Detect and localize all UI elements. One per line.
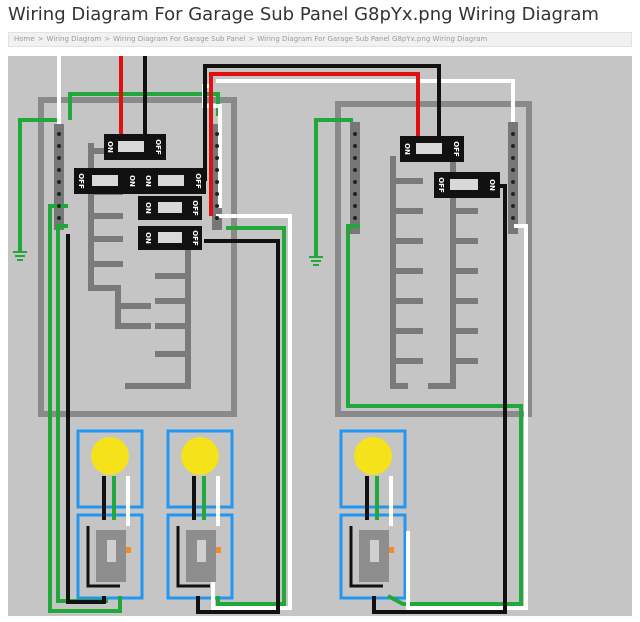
breadcrumb-current: Wiring Diagram For Garage Sub Panel G8pY…: [257, 35, 488, 43]
svg-text:ON: ON: [488, 179, 496, 191]
wall-switch-icon[interactable]: [349, 526, 394, 588]
light-bulb-icon: [354, 437, 392, 475]
ground-symbol-icon: [309, 256, 323, 266]
svg-text:ON: ON: [106, 141, 114, 153]
sub-neutral-bar: [508, 122, 518, 234]
svg-text:OFF: OFF: [194, 173, 202, 189]
svg-text:OFF: OFF: [154, 139, 162, 155]
light-bulb-icon: [91, 437, 129, 475]
terminal-screws: [57, 132, 515, 220]
hot-black-wires: [66, 56, 507, 614]
main-ground-bar: [54, 124, 64, 230]
light-box-3: [339, 429, 407, 509]
svg-text:ON: ON: [128, 175, 136, 187]
ground-symbol-icon: [13, 251, 27, 261]
svg-text:ON: ON: [144, 232, 152, 244]
circuit-breaker-icon[interactable]: ON OFF: [138, 226, 202, 250]
light-box-1: [76, 429, 144, 509]
circuit-breaker-icon[interactable]: ON OFF: [400, 136, 464, 162]
svg-text:OFF: OFF: [191, 230, 199, 246]
main-panel-bus-bar: [88, 143, 191, 389]
light-bulb-icon: [181, 437, 219, 475]
svg-text:OFF: OFF: [437, 177, 445, 193]
wires: [18, 56, 528, 614]
page-title: Wiring Diagram For Garage Sub Panel G8pY…: [8, 4, 599, 25]
light-box-2: [166, 429, 234, 509]
breadcrumb-separator: >: [248, 35, 255, 43]
wiring-diagram: ON OFF OFF ON ON OFF ON OFF ON OFF ON OF…: [8, 56, 632, 616]
svg-text:OFF: OFF: [191, 200, 199, 216]
switch-box-1: [76, 513, 144, 600]
svg-text:OFF: OFF: [77, 173, 85, 189]
svg-text:OFF: OFF: [452, 141, 460, 157]
breadcrumb-home[interactable]: Home: [14, 35, 35, 43]
breadcrumb: Home>Wiring Diagram>Wiring Diagram For G…: [8, 32, 632, 47]
circuit-breaker-icon[interactable]: ON OFF: [104, 134, 166, 160]
main-panel-enclosure: [38, 97, 237, 417]
breadcrumb-separator: >: [104, 35, 111, 43]
svg-text:ON: ON: [144, 175, 152, 187]
svg-text:ON: ON: [144, 202, 152, 214]
hot-red-wires: [119, 56, 420, 216]
sub-ground-bar: [350, 122, 360, 234]
main-panel: [38, 97, 237, 417]
breadcrumb-separator: >: [37, 35, 44, 43]
circuit-breaker-icon[interactable]: OFF ON: [434, 172, 500, 198]
wall-switch-icon[interactable]: [176, 526, 221, 588]
svg-text:ON: ON: [403, 143, 411, 155]
breadcrumb-wiring-diagram[interactable]: Wiring Diagram: [46, 35, 102, 43]
sub-panel: [335, 101, 532, 417]
sub-panel-enclosure: [335, 101, 532, 417]
circuit-breaker-icon[interactable]: ON OFF: [138, 196, 202, 220]
wall-switch-icon[interactable]: [86, 526, 131, 588]
main-neutral-bar: [212, 124, 222, 230]
circuit-breaker-icon[interactable]: OFF ON: [74, 168, 142, 194]
circuit-breaker-icon[interactable]: ON OFF: [138, 168, 206, 194]
breadcrumb-garage-sub-panel[interactable]: Wiring Diagram For Garage Sub Panel: [113, 35, 246, 43]
